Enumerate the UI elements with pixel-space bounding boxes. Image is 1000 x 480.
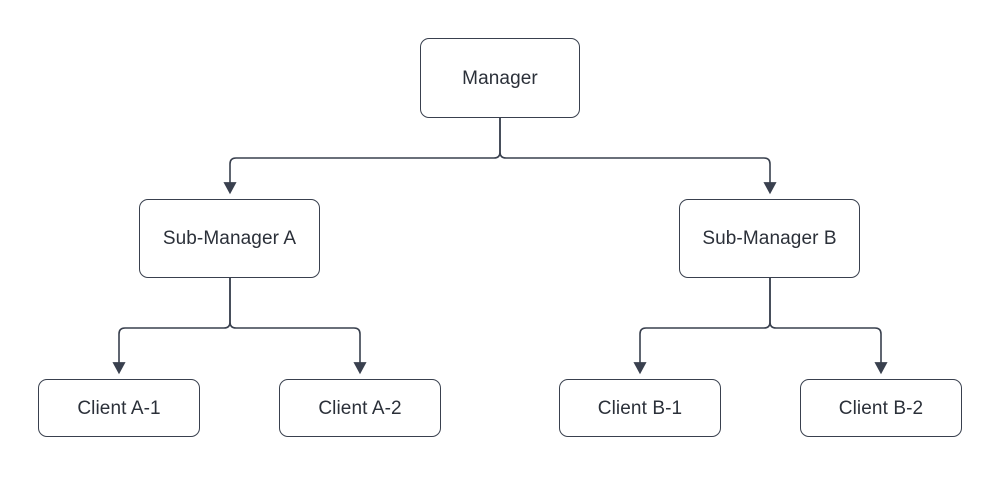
- edge-sub-manager-a-to-client-a-1: [112, 278, 231, 375]
- node-client-a-2[interactable]: Client A-2: [279, 379, 441, 437]
- edge-sub-manager-b-to-client-b-1: [633, 278, 771, 375]
- node-client-a-2-label: Client A-2: [318, 397, 402, 419]
- node-sub-manager-a[interactable]: Sub-Manager A: [139, 199, 320, 278]
- edge-manager-to-sub-manager-b: [499, 118, 777, 195]
- edge-sub-manager-b-to-client-b-2: [769, 278, 888, 375]
- node-sub-manager-b[interactable]: Sub-Manager B: [679, 199, 860, 278]
- node-client-b-1[interactable]: Client B-1: [559, 379, 721, 437]
- edge-manager-to-sub-manager-a: [223, 118, 501, 195]
- node-client-b-2[interactable]: Client B-2: [800, 379, 962, 437]
- edge-sub-manager-a-to-client-a-2: [229, 278, 367, 375]
- node-client-b-2-label: Client B-2: [838, 397, 924, 419]
- node-client-a-1-label: Client A-1: [77, 397, 161, 419]
- node-client-b-1-label: Client B-1: [597, 397, 683, 419]
- node-manager[interactable]: Manager: [420, 38, 580, 118]
- node-sub-manager-b-label: Sub-Manager B: [702, 228, 837, 249]
- node-client-a-1[interactable]: Client A-1: [38, 379, 200, 437]
- node-sub-manager-a-label: Sub-Manager A: [162, 228, 297, 249]
- node-manager-label: Manager: [462, 67, 538, 89]
